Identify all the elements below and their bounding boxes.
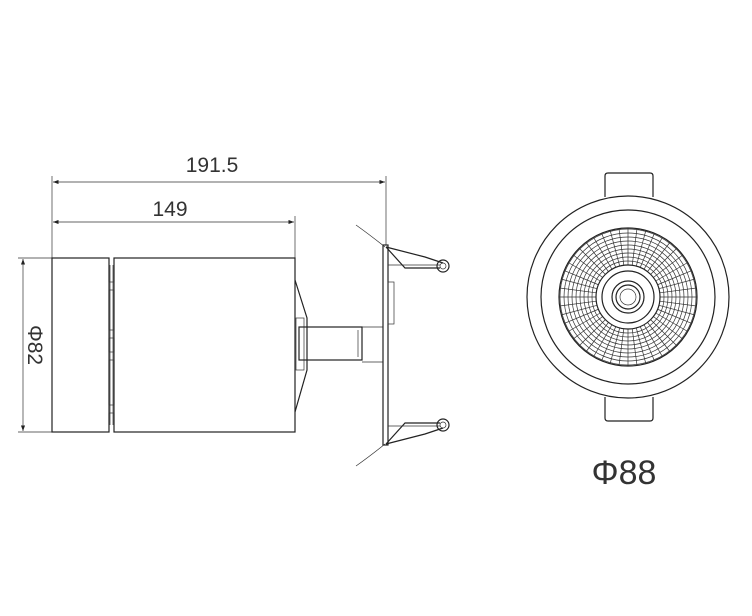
body-length-dimension: 149: [53, 198, 296, 258]
reflector-facet: [564, 308, 599, 324]
top-tab: [604, 172, 654, 197]
reflector-facet: [635, 327, 647, 364]
overall-length-label: 191.5: [186, 154, 239, 177]
lamp-body: [51, 224, 450, 467]
reflector-facet: [559, 287, 597, 294]
reflector-facet: [643, 237, 663, 270]
reflector-facet: [568, 312, 601, 332]
reflector-facet: [639, 326, 655, 361]
reflector-facet: [639, 233, 655, 268]
reflector-facet: [561, 304, 598, 316]
reflector-facet: [561, 278, 598, 290]
bottom-tab: [604, 397, 654, 422]
reflector-facet: [655, 312, 688, 332]
reflector-facet: [585, 322, 609, 352]
reflector-facet: [593, 237, 613, 270]
reflector-facet: [653, 254, 683, 278]
spring-clip-bottom: [355, 418, 450, 467]
reflector-facet: [635, 230, 647, 267]
reflector-facet: [564, 270, 599, 286]
reflector-facet: [631, 228, 638, 266]
reflector-facet: [647, 322, 671, 352]
body-diameter-dimension: Φ82: [18, 257, 52, 433]
reflector-facet: [601, 233, 617, 268]
reflector-facet: [609, 230, 621, 267]
front-view: Φ88: [526, 172, 730, 492]
reflector-facet: [559, 300, 597, 307]
reflector-facet: [650, 319, 678, 347]
reflector-facet: [659, 300, 697, 307]
reflector-facet: [650, 247, 678, 275]
reflector-facet: [657, 270, 692, 286]
outer-trim: [526, 195, 730, 399]
reflector-facet: [657, 308, 692, 324]
reflector-facet: [653, 316, 683, 340]
reflector-facet: [647, 242, 671, 272]
reflector-facet: [601, 326, 617, 361]
reflector-facet: [578, 319, 606, 347]
body-diameter-label: Φ82: [23, 325, 46, 365]
reflector-facet: [573, 316, 603, 340]
reflector-facet: [573, 254, 603, 278]
reflector-facet: [578, 247, 606, 275]
reflector-facet: [618, 328, 625, 366]
spring-clip-top: [355, 224, 450, 273]
overall-length-dimension: 191.5: [51, 154, 387, 258]
reflector-facet: [659, 287, 697, 294]
cutout-diameter-label: Φ88: [592, 454, 657, 492]
reflector-facet: [631, 328, 638, 366]
reflector: [558, 227, 698, 367]
reflector-facet: [609, 327, 621, 364]
reflector-facet: [658, 304, 695, 316]
reflector-facet: [593, 324, 613, 357]
side-view: 191.5 149 Φ82: [18, 154, 450, 467]
reflector-facet: [618, 228, 625, 266]
reflector-facet: [655, 262, 688, 282]
reflector-facet: [585, 242, 609, 272]
body-length-label: 149: [152, 198, 187, 221]
reflector-facet: [658, 278, 695, 290]
reflector-facet: [568, 262, 601, 282]
reflector-facet: [643, 324, 663, 357]
